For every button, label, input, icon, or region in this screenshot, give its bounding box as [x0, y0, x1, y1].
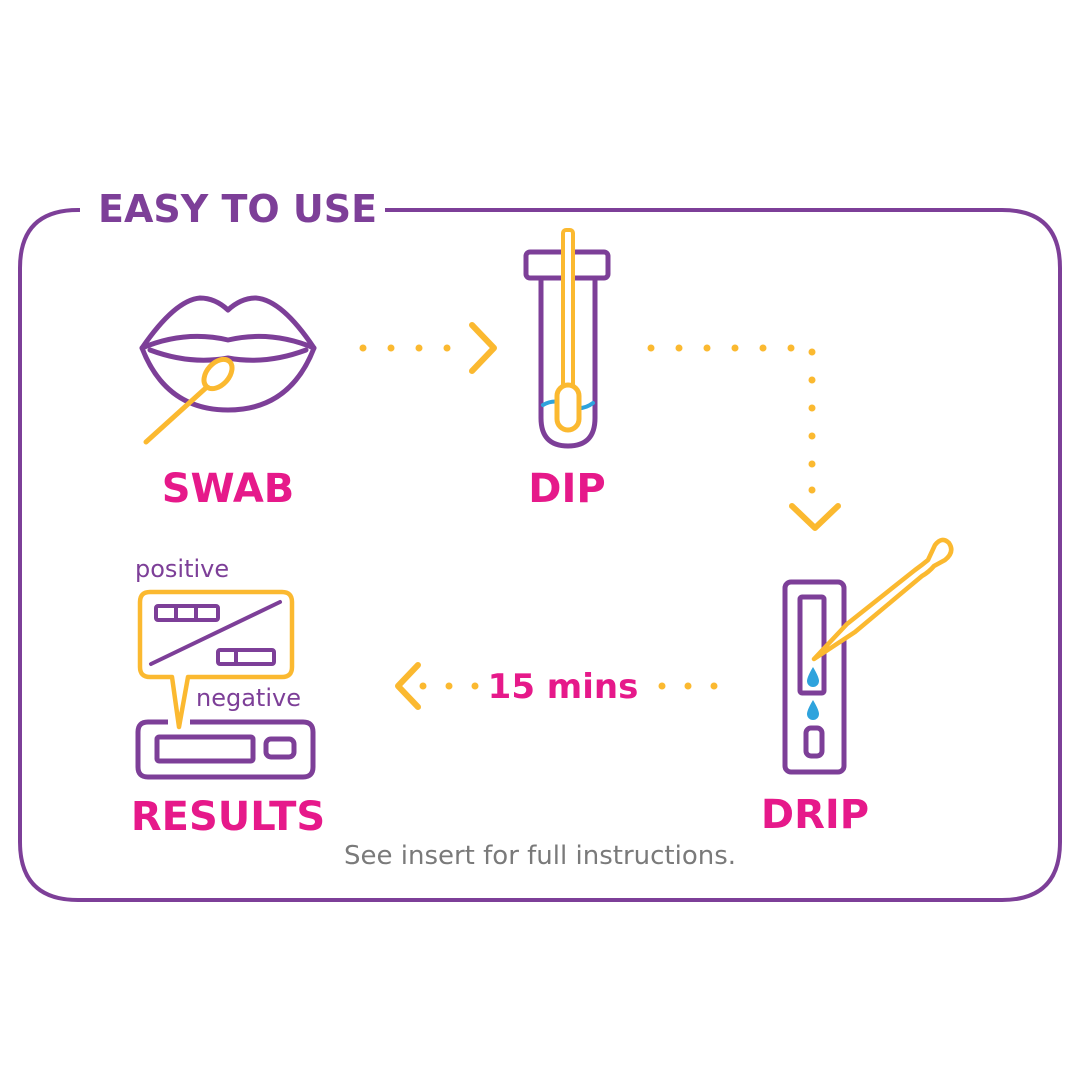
water-drop-icon [807, 667, 819, 720]
frame-border [18, 208, 1062, 902]
positive-label: positive [135, 555, 229, 583]
negative-label: negative [196, 684, 301, 712]
wait-time-label: 15 mins [488, 667, 639, 707]
test-cassette-icon [782, 579, 847, 775]
step-label-drip: DRIP [761, 792, 869, 838]
dotted-arrow-right-icon [359, 322, 497, 374]
step-label-dip: DIP [528, 466, 605, 512]
result-cassette-icon [135, 719, 316, 780]
dotted-arrow-left-icon [395, 662, 718, 710]
footnote: See insert for full instructions. [344, 841, 736, 871]
dotted-arrow-down-icon [647, 344, 841, 531]
step-label-swab: SWAB [162, 466, 295, 512]
step-label-results: RESULTS [131, 794, 325, 840]
swab-icon [143, 356, 235, 445]
test-tube-icon [523, 228, 611, 449]
speech-bubble-icon [137, 589, 295, 730]
lips-icon [139, 295, 317, 413]
section-title: EASY TO USE [98, 187, 377, 231]
dropper-icon [811, 537, 954, 662]
